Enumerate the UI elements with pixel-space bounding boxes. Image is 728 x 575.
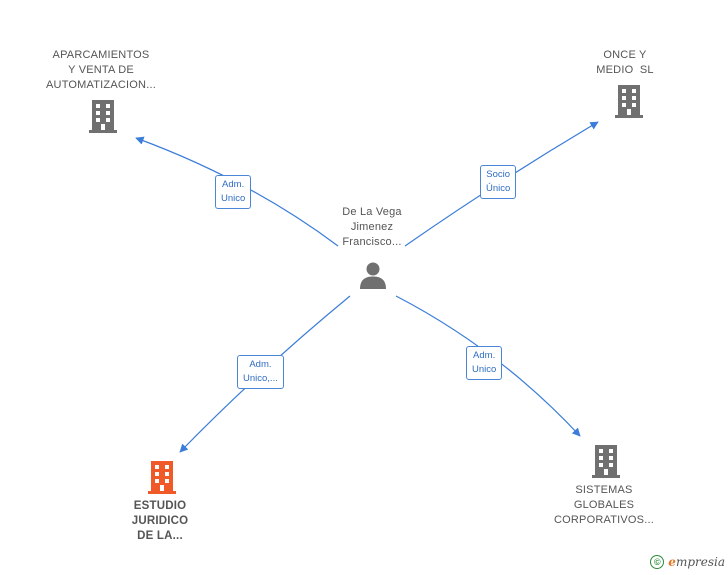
brand-initial: e bbox=[668, 555, 676, 569]
empresia-brand: © empresia bbox=[650, 555, 725, 569]
node-once-y-medio-label[interactable]: ONCE Y MEDIO SL bbox=[575, 48, 675, 78]
node-label-line: AUTOMATIZACION... bbox=[46, 79, 156, 91]
center-person-label[interactable]: De La Vega Jimenez Francisco... bbox=[318, 205, 426, 250]
copyright-icon: © bbox=[650, 555, 665, 569]
brand-name: empresia bbox=[668, 555, 725, 569]
edge-label-line: Adm. bbox=[473, 350, 496, 361]
building-icon[interactable] bbox=[590, 443, 622, 479]
building-icon[interactable] bbox=[613, 83, 645, 119]
node-label-line: JURIDICO bbox=[131, 515, 189, 527]
brand-rest: mpresia bbox=[675, 555, 725, 569]
node-label-line: ONCE Y bbox=[603, 49, 647, 61]
edge-label-line: Adm. bbox=[222, 179, 245, 190]
edge-label-aparcamientos[interactable]: Adm. Unico bbox=[215, 175, 252, 209]
edge-label-once-y-medio[interactable]: Socio Único bbox=[480, 165, 517, 199]
node-sistemas-globales-label[interactable]: SISTEMAS GLOBALES CORPORATIVOS... bbox=[544, 483, 664, 528]
edge-label-line: Socio bbox=[486, 169, 511, 180]
center-label-line: De La Vega bbox=[342, 206, 402, 218]
node-label-line: Y VENTA DE bbox=[68, 64, 134, 76]
edge-label-sistemas-globales[interactable]: Adm. Unico bbox=[466, 346, 503, 380]
node-aparcamientos-label[interactable]: APARCAMIENTOS Y VENTA DE AUTOMATIZACION.… bbox=[36, 48, 166, 93]
building-icon[interactable] bbox=[146, 459, 178, 495]
person-icon[interactable] bbox=[358, 260, 388, 290]
edge-label-line: Unico bbox=[472, 364, 497, 375]
node-estudio-juridico-label[interactable]: ESTUDIO JURIDICO DE LA... bbox=[110, 499, 210, 544]
node-label-line: ESTUDIO bbox=[133, 500, 187, 512]
node-label-line: DE LA... bbox=[137, 530, 183, 542]
node-label-line: MEDIO SL bbox=[596, 64, 654, 76]
node-label-line: APARCAMIENTOS bbox=[52, 49, 150, 61]
building-icon[interactable] bbox=[87, 98, 119, 134]
node-label-line: SISTEMAS bbox=[575, 484, 633, 496]
edge-label-line: Único bbox=[486, 183, 511, 194]
edge-label-line: Unico,... bbox=[243, 373, 278, 384]
center-label-line: Francisco... bbox=[342, 236, 402, 248]
edge-label-line: Adm. bbox=[249, 359, 272, 370]
edge-label-line: Unico bbox=[221, 193, 246, 204]
node-label-line: CORPORATIVOS... bbox=[554, 514, 654, 526]
center-label-line: Jimenez bbox=[350, 221, 394, 233]
node-label-line: GLOBALES bbox=[573, 499, 635, 511]
edge-label-estudio-juridico[interactable]: Adm. Unico,... bbox=[237, 355, 284, 389]
